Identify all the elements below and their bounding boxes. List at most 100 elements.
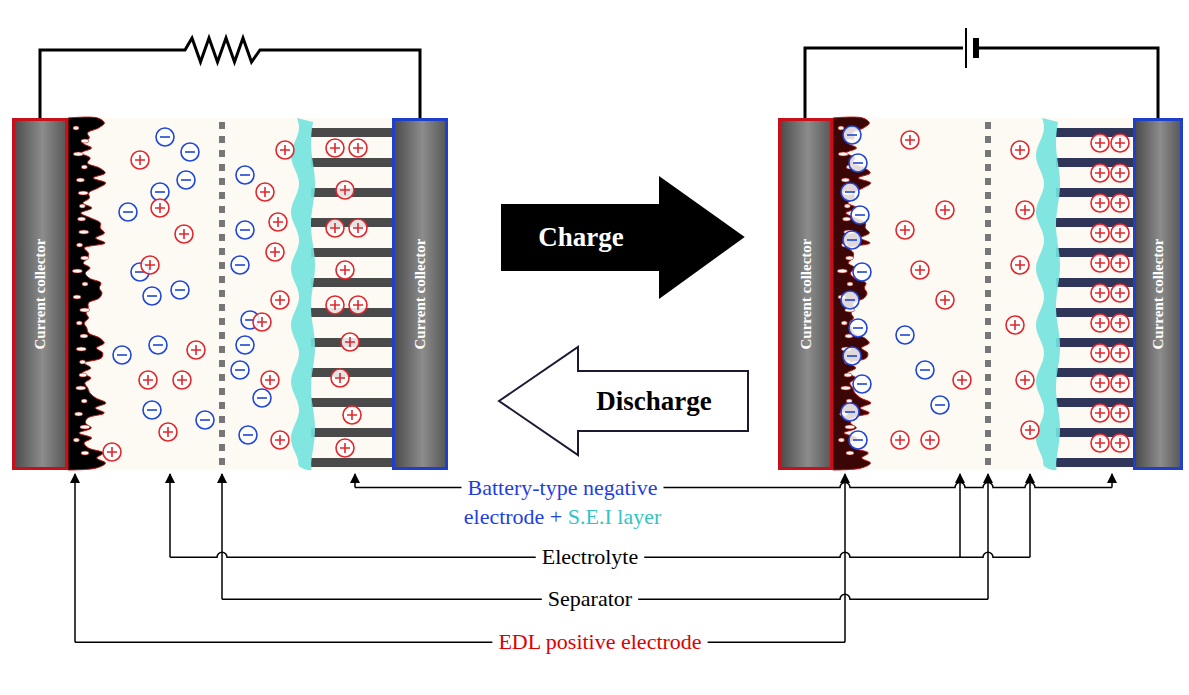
external-circuit <box>40 28 1158 118</box>
cation <box>253 313 271 331</box>
anion <box>113 346 131 364</box>
anion <box>231 361 249 379</box>
collector-label: Current collector <box>1150 239 1167 350</box>
electrode-layer <box>1056 458 1133 467</box>
pore <box>81 399 87 403</box>
collector-label: Current collector <box>412 239 429 350</box>
anion <box>916 361 934 379</box>
pore <box>841 321 847 325</box>
porous-carbon <box>833 117 871 470</box>
cation <box>936 201 954 219</box>
collector-label: Current collector <box>797 239 814 350</box>
anion <box>196 411 214 429</box>
cation <box>1091 314 1109 332</box>
cell-ground <box>778 118 1183 470</box>
cation <box>343 406 361 424</box>
pore <box>838 126 844 130</box>
pore <box>72 269 82 273</box>
anion <box>177 171 195 189</box>
anion <box>896 326 914 344</box>
battery-symbol <box>965 28 967 68</box>
charger-circuit <box>805 48 1158 118</box>
cation <box>1091 224 1109 242</box>
anion <box>231 256 249 274</box>
cation <box>175 225 193 243</box>
cation <box>131 151 149 169</box>
cation <box>326 296 344 314</box>
current-collector: Current collector <box>778 118 833 470</box>
cation <box>256 183 274 201</box>
anion <box>253 389 271 407</box>
pore <box>73 126 79 130</box>
leader-line <box>644 552 1030 557</box>
current-collector: Current collector <box>1133 118 1183 470</box>
leader-line <box>355 487 462 489</box>
cation <box>1091 164 1109 182</box>
pore <box>76 347 86 351</box>
cation <box>1111 404 1129 422</box>
pore <box>845 425 855 429</box>
pore <box>81 165 87 169</box>
pore <box>841 386 851 390</box>
cation <box>1021 421 1039 439</box>
leader-line <box>169 474 171 557</box>
cation <box>911 261 929 279</box>
sei-layer <box>291 118 315 470</box>
ions <box>103 126 1129 461</box>
cation <box>1091 134 1109 152</box>
electrode-layer <box>311 128 392 137</box>
pore <box>80 334 88 338</box>
sei-layer <box>1036 118 1060 470</box>
current-collector: Current collector <box>12 118 68 470</box>
anion <box>841 291 859 309</box>
leader-line <box>354 474 356 488</box>
pore <box>81 256 89 260</box>
anion <box>851 206 869 224</box>
cation <box>326 219 344 237</box>
cation <box>901 131 919 149</box>
process-arrow: Discharge <box>496 345 751 457</box>
anion <box>171 281 189 299</box>
anion <box>849 431 867 449</box>
cation <box>1091 254 1109 272</box>
anion <box>236 221 254 239</box>
cation <box>1111 134 1129 152</box>
cation <box>1091 374 1109 392</box>
cation <box>269 213 287 231</box>
cation <box>1011 141 1029 159</box>
pore <box>76 178 84 182</box>
part-label: EDL positive electrode <box>498 628 701 657</box>
cation <box>336 181 354 199</box>
leader-line <box>987 474 989 599</box>
collector-label: Current collector <box>32 239 49 350</box>
cation <box>331 369 349 387</box>
resistor-circuit <box>40 38 420 118</box>
anion <box>239 426 257 444</box>
cation <box>349 219 367 237</box>
cation <box>1111 344 1129 362</box>
cation <box>341 333 359 351</box>
cation <box>151 199 169 217</box>
pore <box>838 152 848 156</box>
pore <box>846 451 854 455</box>
cell-ground <box>12 118 448 470</box>
cation <box>173 371 191 389</box>
cation <box>349 139 367 157</box>
cation <box>891 431 909 449</box>
leader-line <box>74 474 76 642</box>
arrow-label: Charge <box>502 205 660 270</box>
pore <box>837 269 847 273</box>
anion <box>236 166 254 184</box>
cation <box>276 141 294 159</box>
part-label: Separator <box>548 585 632 614</box>
arrow-label: Discharge <box>560 371 748 431</box>
separator <box>985 122 991 468</box>
anion <box>931 396 949 414</box>
leader-line <box>959 474 961 557</box>
part-label: S.E.I layer <box>568 504 661 529</box>
cation <box>349 296 367 314</box>
anion <box>143 401 161 419</box>
pore <box>77 243 83 247</box>
anion <box>143 287 161 305</box>
anion <box>853 375 871 393</box>
